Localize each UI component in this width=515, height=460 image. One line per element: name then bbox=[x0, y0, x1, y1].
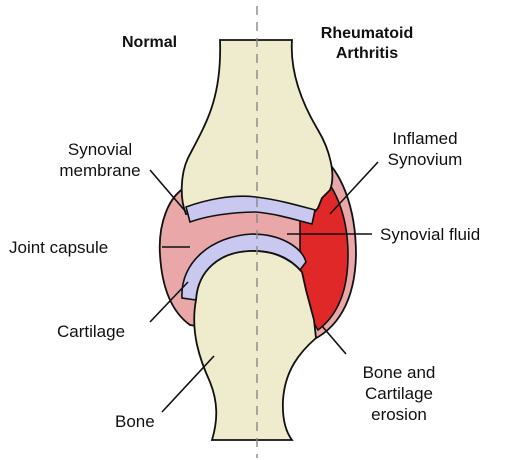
label-synovial-fluid: Synovial fluid bbox=[380, 224, 480, 245]
header-ra-line2: Arthritis bbox=[312, 44, 422, 64]
label-inflamed-line1: Inflamed bbox=[375, 128, 475, 149]
label-synovial-membrane-line2: membrane bbox=[50, 160, 150, 181]
label-inflamed-line2: Synovium bbox=[375, 149, 475, 170]
lower-bone-shape bbox=[194, 251, 316, 440]
label-joint-capsule: Joint capsule bbox=[9, 237, 108, 258]
label-synovial-membrane: Synovial membrane bbox=[50, 139, 150, 181]
header-ra-line1: Rheumatoid bbox=[312, 24, 422, 44]
label-erosion-line3: erosion bbox=[344, 404, 454, 425]
header-normal: Normal bbox=[122, 33, 177, 53]
leader-erosion bbox=[322, 326, 346, 354]
label-synovial-membrane-line1: Synovial bbox=[50, 139, 150, 160]
label-cartilage: Cartilage bbox=[57, 321, 125, 342]
leader-bone bbox=[162, 356, 214, 412]
label-erosion-line2: Cartilage bbox=[344, 383, 454, 404]
label-inflamed-synovium: Inflamed Synovium bbox=[375, 128, 475, 170]
label-bone: Bone bbox=[115, 411, 155, 432]
label-bone-cartilage-erosion: Bone and Cartilage erosion bbox=[344, 362, 454, 425]
header-rheumatoid-arthritis: Rheumatoid Arthritis bbox=[312, 24, 422, 64]
label-erosion-line1: Bone and bbox=[344, 362, 454, 383]
